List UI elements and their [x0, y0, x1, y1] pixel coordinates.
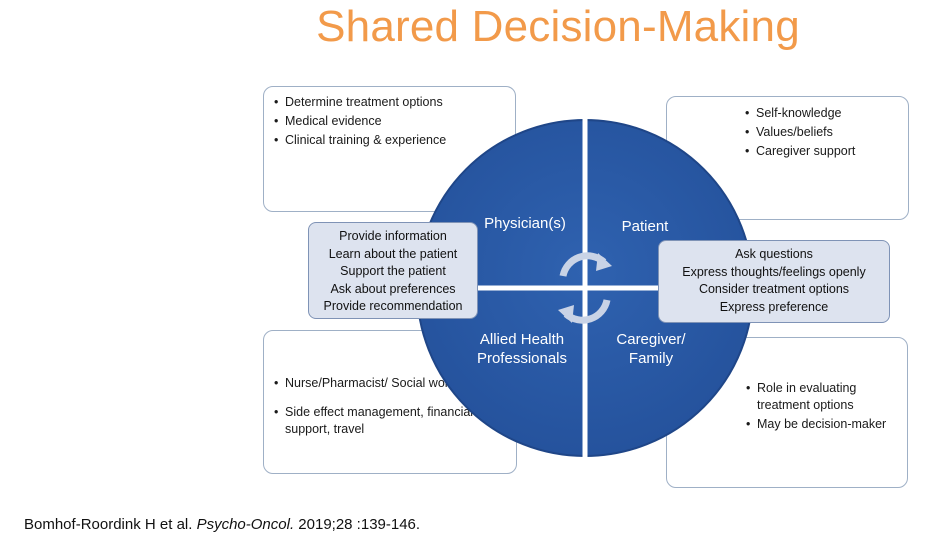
citation-reference: 2019;28 :139-146. — [298, 516, 421, 533]
quadrant-label-caregiver: Caregiver/ Family — [596, 330, 706, 368]
callout-line: Provide recommendation — [323, 299, 463, 313]
quadrant-label-physician: Physician(s) — [484, 215, 566, 232]
physician-role-callout: Provide information Learn about the pati… — [308, 222, 478, 319]
patient-role-callout: Ask questions Express thoughts/feelings … — [658, 240, 890, 323]
quadrant-label-line: Professionals — [476, 350, 568, 367]
quadrant-label-line: Caregiver/ — [616, 331, 686, 348]
quadrant-label-patient: Patient — [621, 218, 669, 235]
callout-line: Ask questions — [735, 247, 813, 261]
list-item: Self-knowledge — [743, 105, 902, 122]
citation-authors: Bomhof-Roordink H et al. — [24, 516, 193, 533]
page-title: Shared Decision-Making — [316, 2, 800, 51]
quadrant-label-allied-health: Allied Health Professionals — [452, 330, 592, 368]
list-item: Caregiver support — [743, 143, 902, 160]
quadrant-label-line: Family — [628, 350, 674, 367]
citation-journal: Psycho-Oncol. — [196, 516, 295, 533]
quadrant-label-line: Allied Health — [479, 331, 565, 348]
callout-line: Express preference — [719, 299, 829, 314]
list-item: Side effect management, financial suppor… — [272, 404, 510, 438]
list-item: Medical evidence — [272, 113, 509, 130]
callout-line: Consider treatment options — [698, 282, 850, 296]
list-item: Clinical training & experience — [272, 132, 509, 149]
callout-line: Support the patient — [340, 264, 446, 278]
list-item: Values/beliefs — [743, 124, 902, 141]
list-item: May be decision-maker — [744, 416, 901, 433]
circular-arrows-icon — [558, 252, 612, 324]
list-item: Nurse/Pharmacist/ Social worker — [272, 375, 510, 392]
physician-info-box: Determine treatment options Medical evid… — [263, 86, 516, 212]
callout-line: Provide information — [339, 229, 447, 243]
callout-line: Express thoughts/feelings openly — [682, 264, 866, 279]
list-item: Role in evaluating treatment options — [744, 380, 901, 414]
list-item: Determine treatment options — [272, 94, 509, 111]
callout-line: Learn about the patient — [328, 246, 458, 261]
citation: Bomhof-Roordink H et al. Psycho-Oncol. 2… — [24, 516, 420, 533]
callout-line: Ask about preferences — [330, 281, 456, 296]
